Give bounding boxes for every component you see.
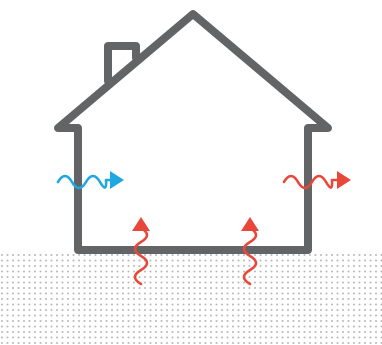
house-outline-icon xyxy=(58,14,328,250)
arrowhead-icon xyxy=(110,171,124,189)
arrowhead-icon xyxy=(132,217,150,231)
cold-air-inflow-arrow-left xyxy=(58,171,124,189)
wavy-arrow-right-icon xyxy=(58,176,110,188)
ground-dotted-pattern xyxy=(0,253,382,345)
arrowhead-icon xyxy=(241,217,259,231)
heat-outflow-arrow-right xyxy=(284,171,351,189)
house-body xyxy=(58,14,328,250)
arrowhead-icon xyxy=(337,171,351,189)
